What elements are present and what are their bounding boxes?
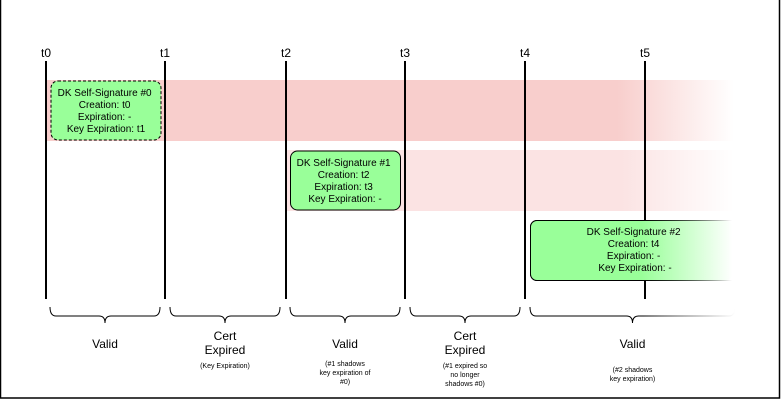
signature-title: DK Self-Signature #0 bbox=[58, 88, 152, 99]
svg-text:DK Self-Signature #1 Cre: DK Self-Signature #1 Creation: t2 Expira… bbox=[297, 158, 394, 205]
signature-creation: Creation: t2 bbox=[318, 170, 370, 181]
period-label: Valid bbox=[92, 337, 118, 351]
brace bbox=[49, 306, 161, 324]
period-note: (#1 expired so bbox=[443, 363, 487, 370]
signature-expiration: Expiration: - bbox=[607, 251, 660, 262]
signature-title: DK Self-Signature #1 bbox=[297, 158, 391, 169]
signature-box-1: DK Self-Signature #1 Creation: t2 Expira… bbox=[290, 150, 401, 211]
signature-title: DK Self-Signature #2 bbox=[587, 227, 681, 238]
signature-expiration: Expiration: t3 bbox=[314, 182, 373, 193]
period-note: key expiration of bbox=[320, 370, 371, 377]
period-note: #0) bbox=[340, 379, 350, 386]
period-0: Valid bbox=[49, 306, 161, 351]
signature-key-expiration: Key Expiration: - bbox=[598, 263, 671, 274]
brace bbox=[289, 306, 401, 324]
period-label: Cert bbox=[214, 329, 237, 343]
brace bbox=[169, 306, 281, 324]
period-label: Valid bbox=[332, 337, 358, 351]
period-note: shadows #0) bbox=[445, 381, 485, 388]
signature-box-2: DK Self-Signature #2 Creation: t4 Expira… bbox=[530, 220, 733, 281]
tick-label: t1 bbox=[160, 46, 170, 60]
period-label: Cert bbox=[454, 329, 477, 343]
period-2: Valid (#1 shadows key expiration of #0) bbox=[289, 306, 401, 386]
tick-label: t5 bbox=[640, 46, 650, 60]
tick-label: t3 bbox=[400, 46, 410, 60]
tick-label: t2 bbox=[281, 46, 291, 60]
period-note: (#2 shadows bbox=[613, 367, 653, 374]
signature-key-expiration: Key Expiration: t1 bbox=[67, 124, 146, 135]
period-4: Valid (#2 shadows key expiration) bbox=[529, 306, 736, 383]
period-note: (#1 shadows bbox=[325, 361, 365, 368]
period-note: no longer bbox=[450, 372, 480, 379]
signature-box-0: DK Self-Signature #0 Creation: t0 Expira… bbox=[50, 80, 162, 141]
period-label: Expired bbox=[445, 343, 486, 357]
signature-creation: Creation: t4 bbox=[608, 239, 660, 250]
svg-text:DK Self-Signature #0 Cre: DK Self-Signature #0 Creation: t0 Expira… bbox=[58, 88, 155, 135]
brace bbox=[529, 306, 736, 324]
tick-label: t0 bbox=[41, 46, 51, 60]
svg-text:DK Self-Signature #2 Cre: DK Self-Signature #2 Creation: t4 Expira… bbox=[587, 227, 684, 274]
period-note: key expiration) bbox=[610, 376, 656, 383]
period-label: Valid bbox=[620, 337, 646, 351]
tick-label: t4 bbox=[520, 46, 530, 60]
signature-key-expiration: Key Expiration: - bbox=[308, 194, 381, 205]
brace bbox=[409, 306, 521, 324]
period-label: Expired bbox=[205, 343, 246, 357]
period-note: (Key Expiration) bbox=[200, 363, 250, 370]
signature-expiration: Expiration: - bbox=[78, 112, 131, 123]
signature-creation: Creation: t0 bbox=[79, 100, 131, 111]
